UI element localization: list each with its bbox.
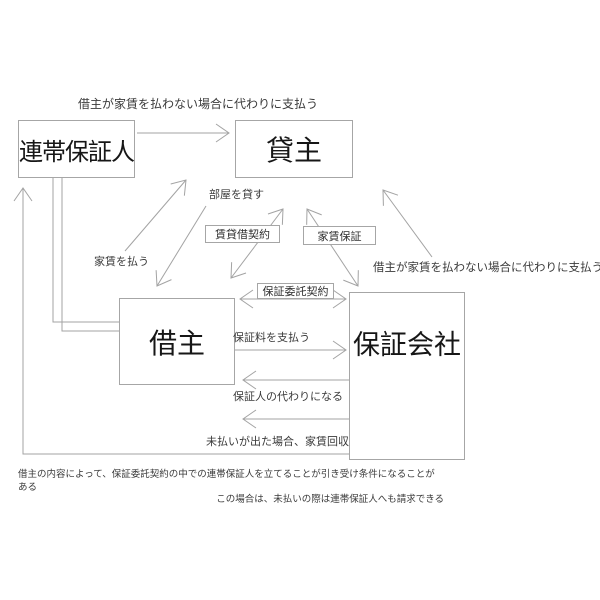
label-pay-rent: 家賃を払う: [94, 256, 149, 268]
node-landlord: 貸主: [235, 120, 353, 178]
arrow-rent-guarantee: [306, 208, 359, 287]
node-joint-guarantor: 連帯保証人: [18, 120, 135, 178]
arrow-lend-room: [155, 205, 207, 287]
arrow-lease-contract: [230, 208, 284, 279]
node-tenant: 借主: [119, 298, 235, 385]
footnote-line-2: この場合は、未払いの際は連帯保証人へも請求できる: [216, 494, 444, 505]
node-guarantee-company-label: 保証会社: [353, 330, 461, 360]
tag-rent-guarantee: 家賃保証: [303, 226, 376, 245]
tag-guarantee-entrustment-contract: 保証委託契約: [257, 283, 334, 299]
tag-lease-contract: 賃貸借契約: [205, 225, 280, 243]
node-landlord-label: 貸主: [265, 135, 322, 166]
arrow-pay-rent: [124, 179, 187, 252]
node-joint-guarantor-label: 連帯保証人: [19, 138, 135, 166]
label-company-pays-if-tenant-fails: 借主が家賃を払わない場合に代わりに支払う: [373, 262, 600, 274]
tag-lease-contract-label: 賃貸借契約: [215, 229, 270, 241]
arrow-company-pays-landlord: [382, 189, 433, 258]
connector-guarantor-tenant-1: [52, 178, 119, 323]
label-pay-guarantee-fee: 保証料を支払う: [233, 332, 310, 344]
label-lend-room: 部屋を貸す: [209, 189, 264, 201]
label-act-as-guarantor: 保証人の代わりになる: [233, 391, 343, 403]
node-guarantee-company: 保証会社: [349, 292, 465, 460]
footnote: 借主の内容によって、保証委託契約の中での連帯保証人を立てることが引き受け条件にな…: [18, 469, 444, 507]
footnote-line-1: 借主の内容によって、保証委託契約の中での連帯保証人を立てることが引き受け条件にな…: [18, 469, 435, 493]
node-tenant-label: 借主: [148, 327, 205, 359]
arrow-company-to-guarantor-claim: [13, 187, 355, 455]
tag-rent-guarantee-label: 家賃保証: [317, 230, 362, 243]
tag-guarantee-entrustment-contract-label: 保証委託契約: [262, 286, 329, 298]
connector-guarantor-tenant-2: [61, 178, 119, 332]
label-collect-rent-when-unpaid: 未払いが出た場合、家賃回収: [206, 436, 349, 448]
label-guarantor-pays-if-tenant-fails: 借主が家賃を払わない場合に代わりに支払う: [78, 97, 319, 111]
